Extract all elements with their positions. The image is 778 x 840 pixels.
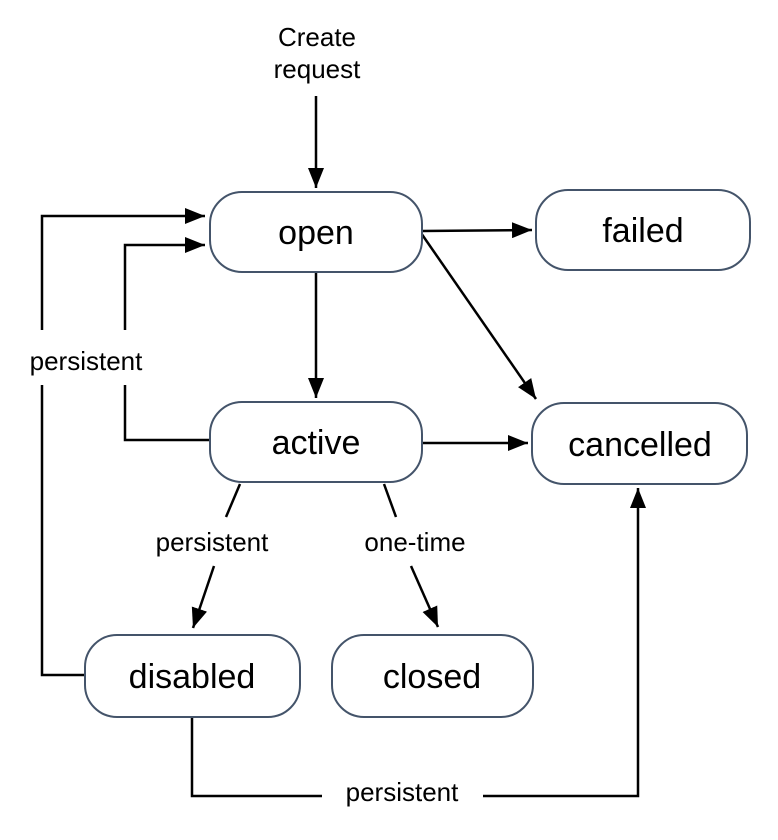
state-node-active: active: [209, 401, 423, 483]
edge-open-to-cancelled: [419, 232, 538, 400]
edge-open-to-failed: [421, 222, 533, 239]
start-label-line2: request: [274, 54, 361, 84]
state-node-closed-label: closed: [383, 658, 481, 696]
state-node-closed: closed: [331, 634, 534, 718]
state-node-open-shape: [209, 191, 423, 273]
edge-label-persistent-left: persistent: [30, 346, 143, 376]
edge-disabled-to-cancelled-segment-2: [483, 488, 646, 798]
start-label-line1: Create: [278, 22, 356, 52]
state-node-disabled-shape: [84, 634, 301, 718]
state-node-closed-shape: [331, 634, 534, 718]
state-node-active-label: active: [272, 424, 361, 462]
state-node-open: open: [209, 191, 423, 273]
state-node-failed: failed: [535, 189, 751, 271]
edge-active-to-open-segment-1: [123, 385, 210, 442]
edge-disabled-to-cancelled-segment-1: [190, 717, 322, 798]
edge-active-to-closed-segment-1: [382, 483, 398, 518]
state-node-active-shape: [209, 401, 423, 483]
state-node-failed-shape: [535, 189, 751, 271]
edge-label-one-time: one-time: [364, 527, 465, 557]
edge-disabled-to-open-segment-1: [40, 385, 85, 677]
state-node-cancelled-shape: [531, 402, 748, 485]
state-node-failed-label: failed: [602, 212, 683, 250]
state-node-cancelled-label: cancelled: [568, 426, 712, 464]
edge-active-to-closed-segment-2: [409, 565, 440, 628]
edge-disabled-to-open-segment-2: [40, 208, 205, 330]
state-node-disabled: disabled: [84, 634, 301, 718]
state-node-cancelled: cancelled: [531, 402, 748, 485]
edge-label-persistent-mid: persistent: [156, 527, 269, 557]
state-node-open-label: open: [278, 214, 354, 252]
state-node-disabled-label: disabled: [129, 658, 256, 696]
edge-active-to-disabled-segment-2: [191, 565, 216, 629]
edge-active-to-disabled-segment-1: [224, 483, 242, 518]
edge-label-persistent-bottom: persistent: [346, 777, 459, 807]
edge-active-to-open-segment-2: [123, 237, 205, 330]
